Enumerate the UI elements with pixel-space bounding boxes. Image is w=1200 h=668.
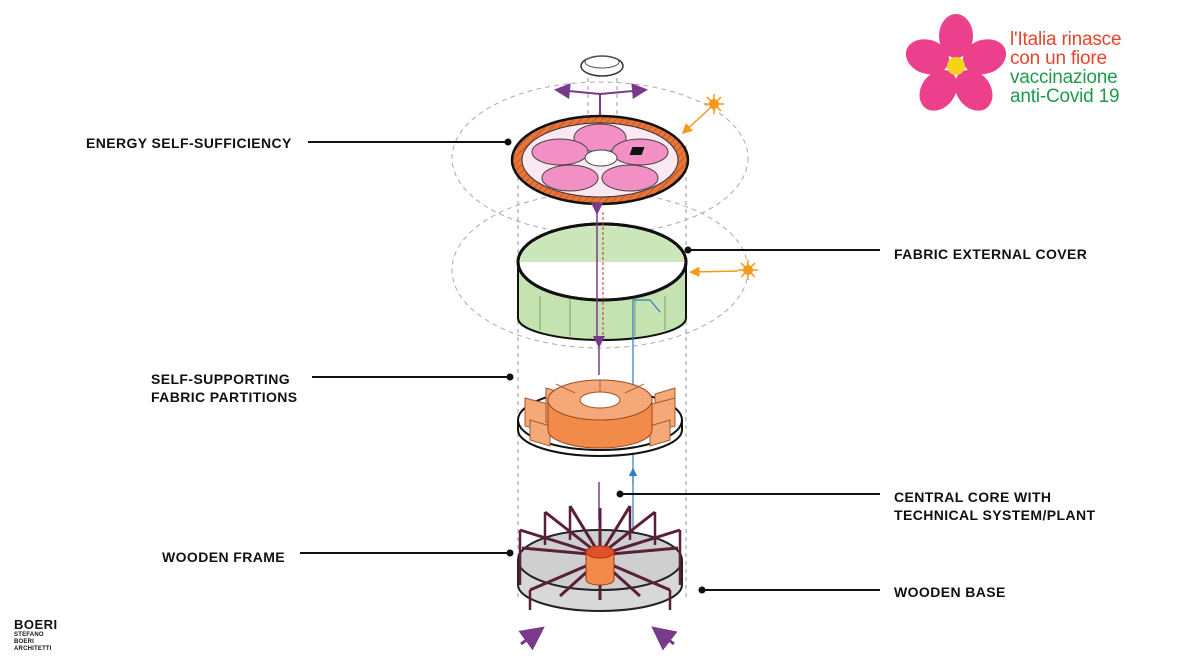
architect-brand-logo: BOERI STEFANO BOERI ARCHITETTI (14, 618, 58, 653)
campaign-logo: l'Italia rinasce con un fiore vaccinazio… (906, 8, 1142, 120)
label-energy-self-sufficiency: ENERGY SELF-SUFFICIENCY (86, 134, 292, 152)
label-central-core: CENTRAL CORE WITH TECHNICAL SYSTEM/PLANT (894, 488, 1095, 524)
core-cylinder (585, 545, 615, 586)
label-partitions-line2: FABRIC PARTITIONS (151, 389, 298, 405)
solar-panel-icon (629, 147, 645, 155)
brand-line-1: STEFANO (14, 632, 44, 638)
frame-outer-posts (518, 506, 682, 610)
logo-line-4: anti-Covid 19 (1010, 86, 1120, 107)
label-wooden-frame: WOODEN FRAME (162, 548, 285, 566)
label-core-line1: CENTRAL CORE WITH (894, 489, 1052, 505)
sun-icon (681, 94, 724, 135)
logo-line-1: l'Italia rinasce (1010, 29, 1122, 50)
fabric-cover-cylinder (516, 222, 688, 341)
partitions-disc (517, 379, 683, 457)
label-energy-text: ENERGY SELF-SUFFICIENCY (86, 135, 292, 151)
label-partitions-line1: SELF-SUPPORTING (151, 371, 291, 387)
energy-roof-disc (510, 114, 690, 206)
label-fabric-partitions: SELF-SUPPORTING FABRIC PARTITIONS (151, 370, 298, 406)
callout-lines (300, 141, 880, 591)
skylight-cap (580, 55, 624, 77)
label-wooden-frame-text: WOODEN FRAME (162, 549, 286, 565)
label-core-line2: TECHNICAL SYSTEM/PLANT (894, 507, 1096, 523)
sun-icon-2 (689, 260, 758, 280)
label-wooden-base-text: WOODEN BASE (894, 584, 1006, 600)
brand-line-2: BOERI (14, 639, 35, 645)
callout-dots (504, 138, 706, 594)
logo-line-2: con un fiore (1010, 48, 1107, 69)
inlet-arrows (518, 626, 678, 651)
label-fabric-external-cover: FABRIC EXTERNAL COVER (894, 245, 1087, 263)
primrose-flower-icon (906, 14, 1006, 111)
label-wooden-base: WOODEN BASE (894, 583, 1006, 601)
label-fabric-cover-text: FABRIC EXTERNAL COVER (894, 246, 1088, 262)
brand-name: BOERI (14, 617, 58, 632)
brand-line-3: ARCHITETTI (14, 646, 52, 652)
logo-line-3: vaccinazione (1010, 67, 1118, 88)
